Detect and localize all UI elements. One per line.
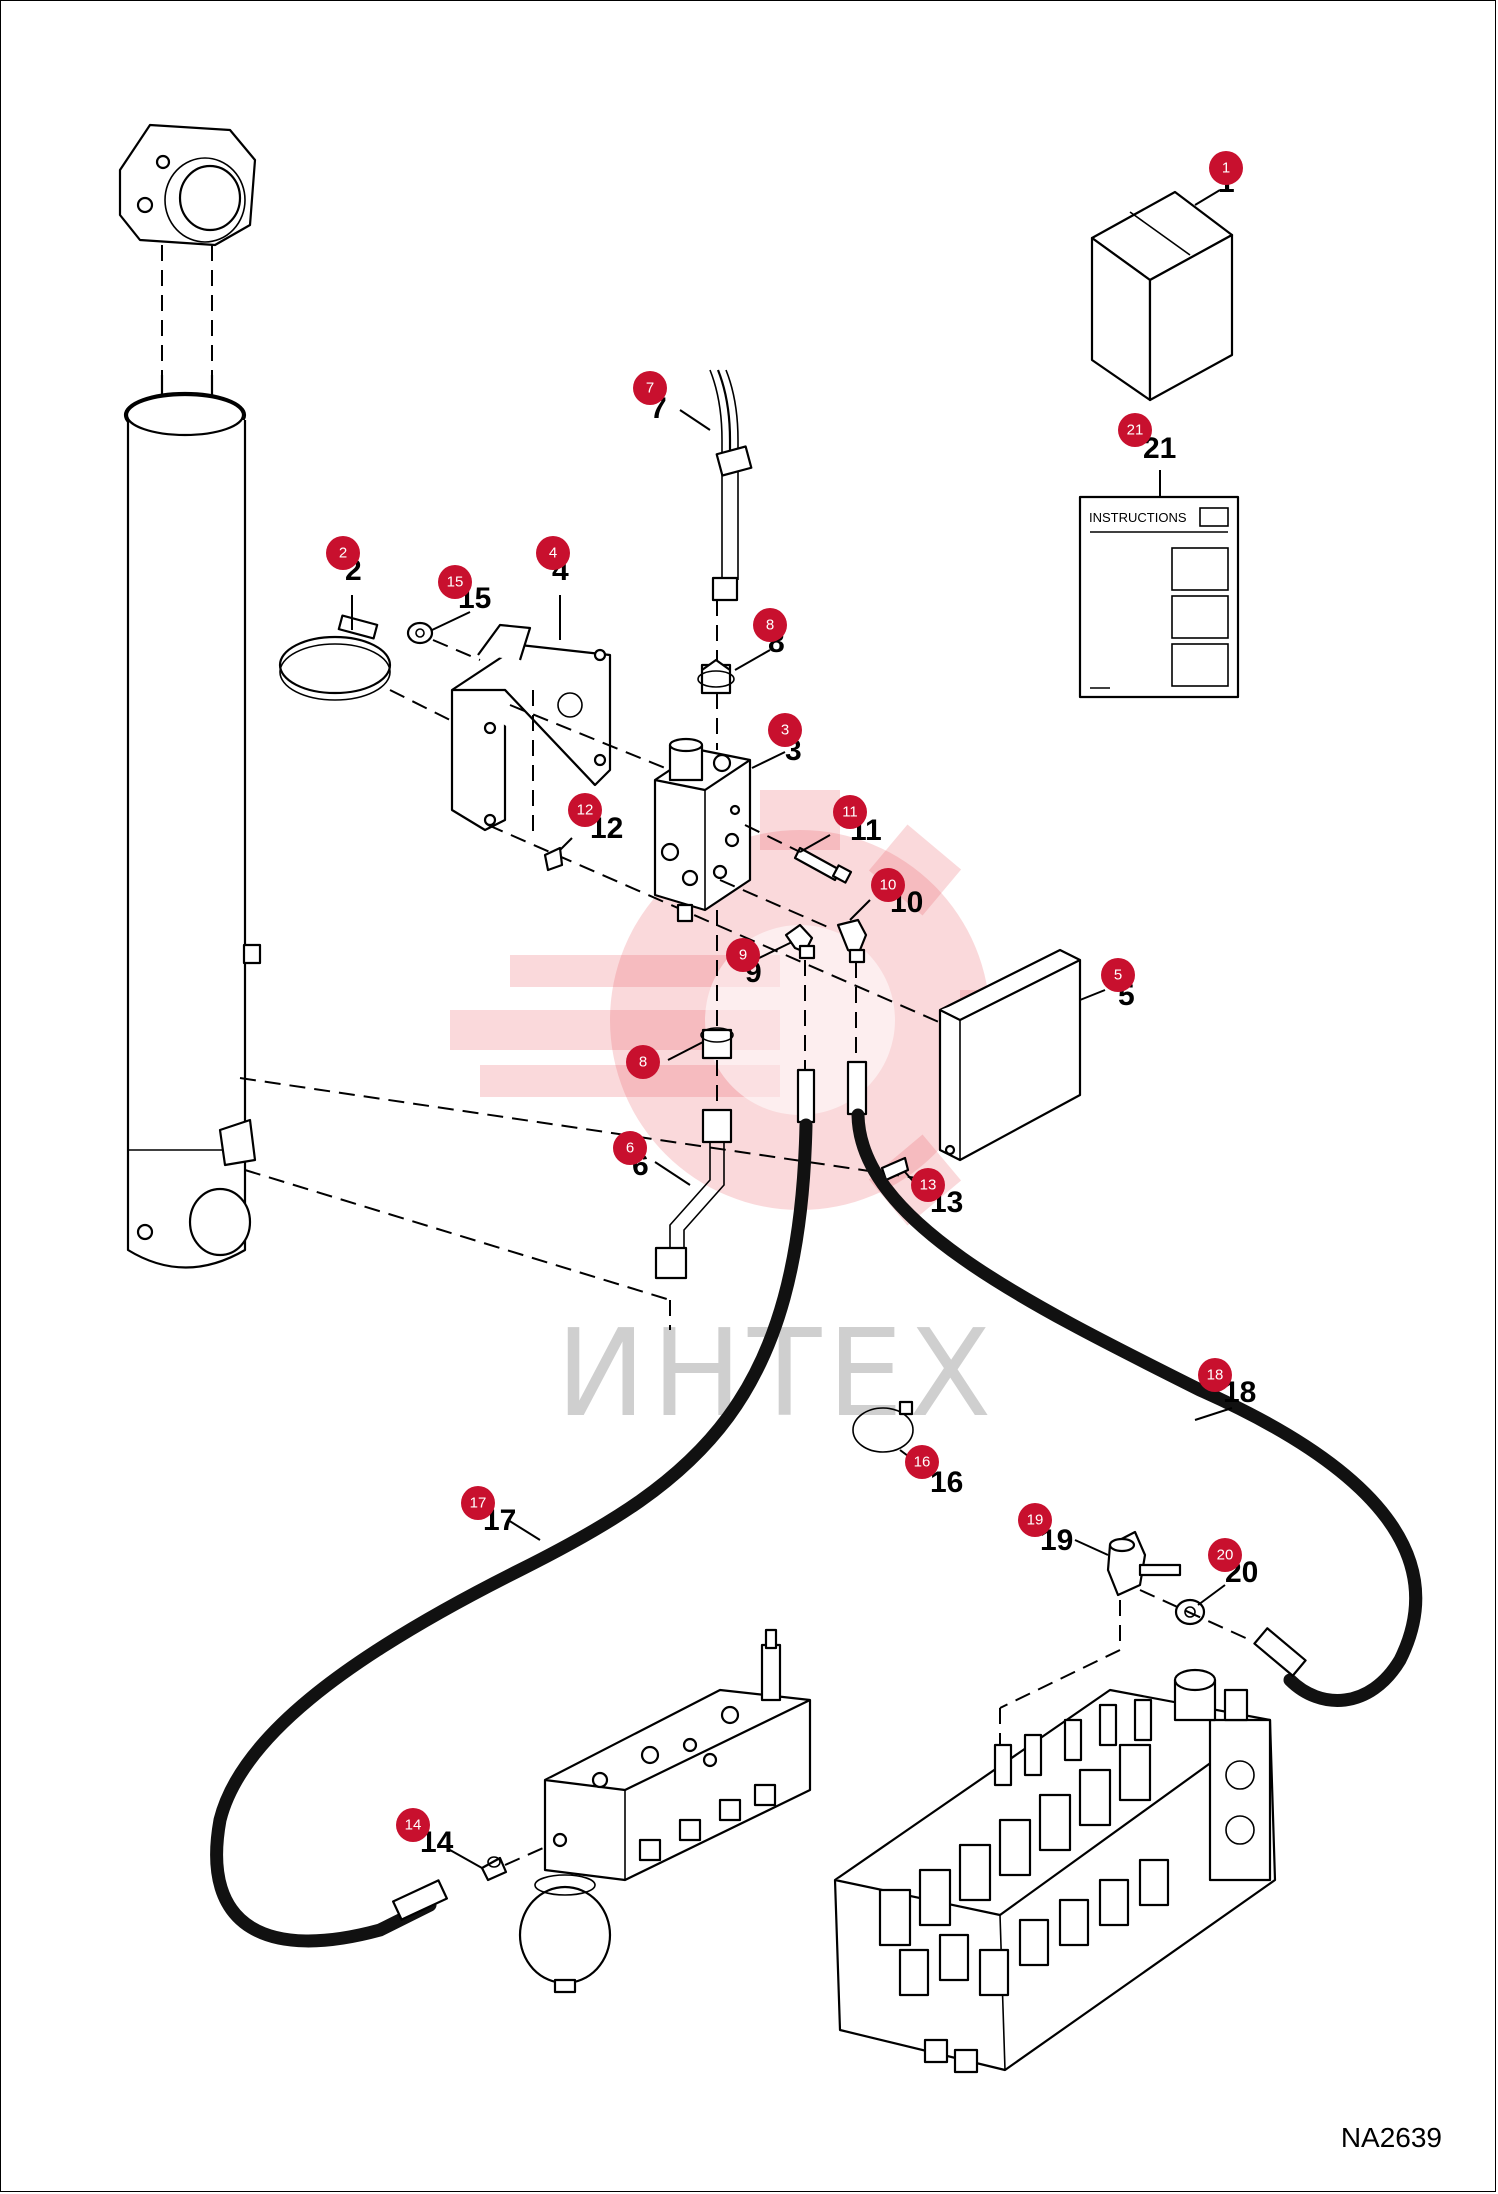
svg-text:1: 1	[1222, 160, 1230, 177]
elbow-fitting-9	[784, 923, 816, 960]
svg-text:7: 7	[646, 380, 654, 397]
mounting-bracket	[450, 623, 612, 832]
svg-text:15: 15	[447, 574, 464, 591]
callout-7: 7 7	[633, 371, 667, 425]
svg-text:8: 8	[766, 617, 774, 634]
control-valve	[833, 1668, 1277, 2074]
instructions-label: INSTRUCTIONS	[1089, 510, 1187, 525]
hose-18	[846, 1060, 1423, 1707]
tee-fitting	[1106, 1530, 1182, 1597]
svg-text:8: 8	[639, 1054, 647, 1071]
callout-12: 12 12	[568, 793, 623, 845]
callout-16: 16 16	[905, 1445, 963, 1499]
callout-2: 2 2	[326, 536, 362, 587]
svg-text:9: 9	[739, 947, 747, 964]
svg-text:10: 10	[880, 877, 897, 894]
valve-block	[653, 737, 752, 923]
callout-6: 6 6	[613, 1131, 649, 1182]
drawing-id: NA2639	[1340, 2122, 1442, 2153]
cable-tie	[852, 1400, 914, 1453]
accumulator-block	[518, 1628, 812, 1994]
svg-text:5: 5	[1114, 967, 1122, 984]
svg-text:4: 4	[549, 545, 557, 562]
svg-text:6: 6	[626, 1140, 634, 1157]
svg-text:16: 16	[914, 1454, 931, 1471]
fitting-lower	[700, 1027, 734, 1060]
callout-3: 3 3	[768, 713, 802, 767]
cover-plate	[938, 948, 1082, 1162]
svg-text:19: 19	[1027, 1512, 1044, 1529]
callout-17: 17 17	[461, 1486, 516, 1537]
svg-text:2: 2	[339, 545, 347, 562]
callout-1: 1 1	[1209, 151, 1243, 199]
svg-text:18: 18	[1207, 1367, 1224, 1384]
callout-11: 11 11	[833, 795, 882, 847]
callout-5: 5 5	[1101, 958, 1135, 1012]
hose-17	[210, 1068, 816, 1948]
bent-tube	[654, 1108, 733, 1280]
callout-9: 9 9	[726, 938, 762, 989]
cylinder	[118, 123, 262, 1269]
callout-14: 14 14	[396, 1808, 454, 1859]
callout-18: 18 18	[1198, 1358, 1256, 1409]
svg-text:11: 11	[842, 804, 858, 821]
svg-text:14: 14	[405, 1817, 422, 1834]
callout-20: 20 20	[1208, 1538, 1258, 1589]
elbow-fitting-10	[836, 918, 868, 964]
callout-19: 19 19	[1018, 1503, 1073, 1557]
screw	[543, 846, 564, 872]
fitting-upper	[697, 658, 735, 695]
svg-text:17: 17	[470, 1495, 487, 1512]
callout-10: 10 10	[871, 868, 923, 919]
callout-4: 4 4	[536, 536, 570, 587]
svg-text:13: 13	[920, 1177, 937, 1194]
instructions-sheet: INSTRUCTIONS	[1078, 495, 1240, 699]
tube	[709, 369, 753, 602]
callout-13: 13 13	[911, 1168, 963, 1219]
kit-box	[1090, 190, 1234, 402]
bolt	[793, 846, 853, 884]
fitting-14	[480, 1856, 508, 1882]
callout-8-lower: 8 8	[626, 1045, 660, 1079]
callout-21: 21 21	[1118, 413, 1176, 465]
svg-text:3: 3	[781, 722, 789, 739]
callout-15: 15 15	[438, 565, 491, 615]
svg-text:21: 21	[1127, 422, 1144, 439]
hose-clamp	[278, 614, 392, 701]
leader-lines	[351, 189, 1233, 1869]
svg-text:12: 12	[577, 802, 594, 819]
svg-text:20: 20	[1217, 1547, 1234, 1564]
callout-8-upper: 8 8	[753, 608, 787, 659]
nut	[406, 621, 434, 645]
